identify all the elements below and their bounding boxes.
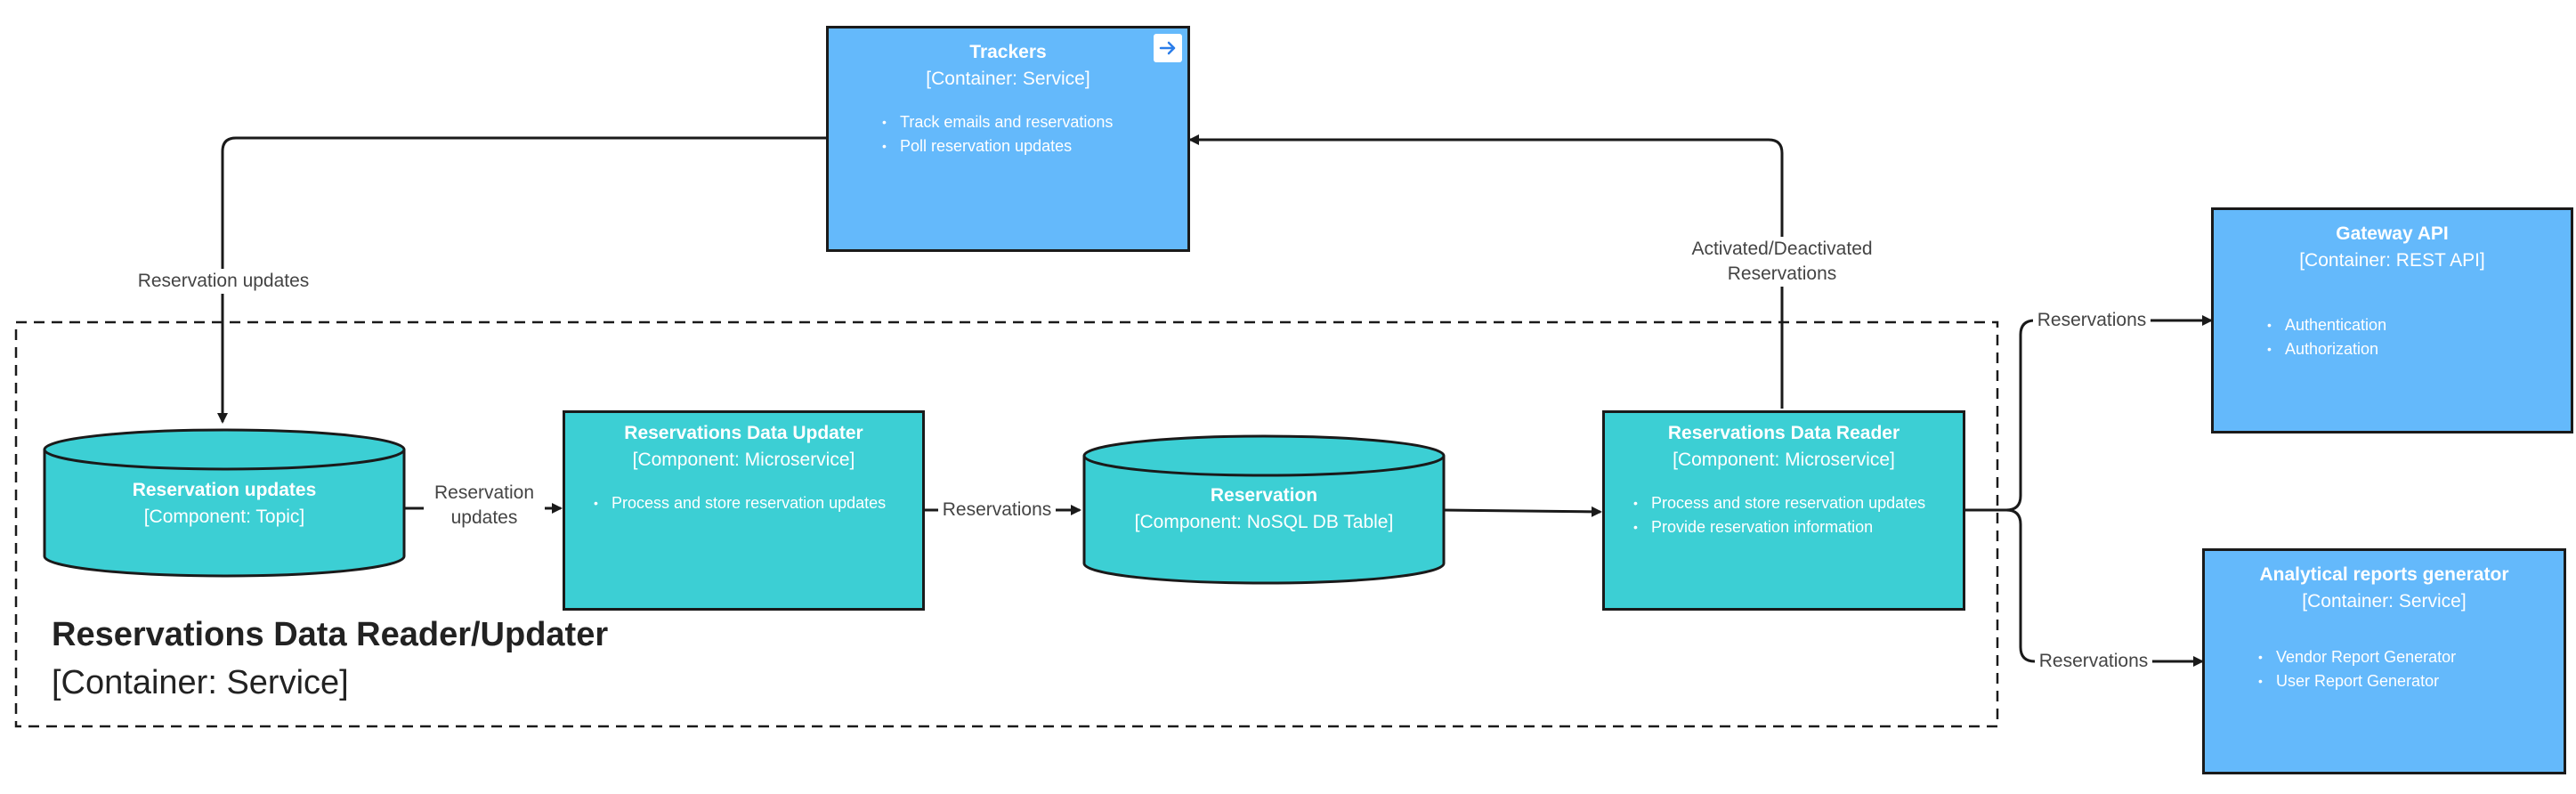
edge-label-updater-to-table: Reservations bbox=[938, 498, 1056, 523]
bullet: Poll reservation updates bbox=[882, 134, 1187, 158]
reader-subtitle: [Component: Microservice] bbox=[1673, 450, 1895, 470]
boundary-title: Reservations Data Reader/Updater bbox=[52, 616, 609, 653]
gateway-subtitle: [Container: REST API] bbox=[2299, 250, 2485, 271]
topic-title: Reservation updates bbox=[132, 480, 317, 500]
edge-label-line: Reservations bbox=[1727, 263, 1837, 284]
topic-label: Reservation updates [Component: Topic] bbox=[45, 477, 404, 531]
boundary-subtitle: [Container: Service] bbox=[52, 664, 349, 701]
trackers-title: Trackers bbox=[969, 42, 1047, 62]
gateway-bullets: Authentication Authorization bbox=[2214, 313, 2571, 361]
bullet: Provide reservation information bbox=[1633, 515, 1963, 539]
updater-bullets: Process and store reservation updates bbox=[565, 491, 922, 515]
gateway-api-node[interactable]: Gateway API [Container: REST API] Authen… bbox=[2211, 207, 2573, 433]
edge-reader-to-trackers bbox=[1188, 134, 1784, 409]
bullet: Authentication bbox=[2267, 313, 2571, 337]
trackers-bullets: Track emails and reservations Poll reser… bbox=[829, 110, 1187, 158]
reader-node[interactable]: Reservations Data Reader [Component: Mic… bbox=[1602, 410, 1965, 611]
reader-title: Reservations Data Reader bbox=[1667, 423, 1900, 443]
bullet: Authorization bbox=[2267, 337, 2571, 361]
edge-label-trackers-to-topic: Reservation updates bbox=[130, 269, 317, 294]
arrow-right-icon[interactable] bbox=[1154, 34, 1182, 62]
updater-node[interactable]: Reservations Data Updater [Component: Mi… bbox=[563, 410, 925, 611]
table-label: Reservation [Component: NoSQL DB Table] bbox=[1084, 482, 1444, 536]
edge-trackers-to-topic bbox=[217, 136, 826, 424]
reader-bullets: Process and store reservation updates Pr… bbox=[1605, 491, 1963, 539]
edge-label-line: updates bbox=[450, 507, 518, 528]
analytics-node[interactable]: Analytical reports generator [Container:… bbox=[2202, 548, 2566, 774]
analytics-title: Analytical reports generator bbox=[2259, 564, 2509, 585]
gateway-title: Gateway API bbox=[2336, 223, 2449, 244]
edge-label-reader-to-gateway: Reservations bbox=[2033, 308, 2151, 333]
analytics-subtitle: [Container: Service] bbox=[2302, 591, 2467, 612]
edge-label-line: Reservation bbox=[433, 482, 535, 503]
table-cylinder[interactable] bbox=[1082, 434, 1446, 585]
topic-subtitle: [Component: Topic] bbox=[143, 506, 305, 527]
edge-label-reader-to-analytics: Reservations bbox=[2035, 649, 2152, 674]
edge-reader-to-gateway bbox=[1964, 315, 2213, 512]
bullet: Vendor Report Generator bbox=[2258, 645, 2564, 669]
trackers-node[interactable]: Trackers [Container: Service] Track emai… bbox=[826, 26, 1190, 252]
bullet: Track emails and reservations bbox=[882, 110, 1187, 134]
bullet: Process and store reservation updates bbox=[1633, 491, 1963, 515]
table-title: Reservation bbox=[1210, 485, 1318, 506]
edge-label-line: Activated/Deactivated bbox=[1691, 239, 1873, 259]
updater-subtitle: [Component: Microservice] bbox=[632, 450, 855, 470]
edge-label-topic-to-updater: Reservation updates bbox=[424, 481, 545, 531]
edge-reader-to-analytics bbox=[2005, 508, 2204, 667]
edge-label-reader-to-trackers: Activated/Deactivated Reservations bbox=[1675, 237, 1889, 287]
updater-title: Reservations Data Updater bbox=[624, 423, 863, 443]
topic-cylinder[interactable] bbox=[43, 428, 406, 578]
table-subtitle: [Component: NoSQL DB Table] bbox=[1134, 512, 1394, 532]
analytics-bullets: Vendor Report Generator User Report Gene… bbox=[2205, 645, 2564, 693]
trackers-subtitle: [Container: Service] bbox=[926, 69, 1090, 89]
edge-table-to-reader bbox=[1441, 506, 1602, 517]
bullet: User Report Generator bbox=[2258, 669, 2564, 693]
bullet: Process and store reservation updates bbox=[594, 491, 922, 515]
